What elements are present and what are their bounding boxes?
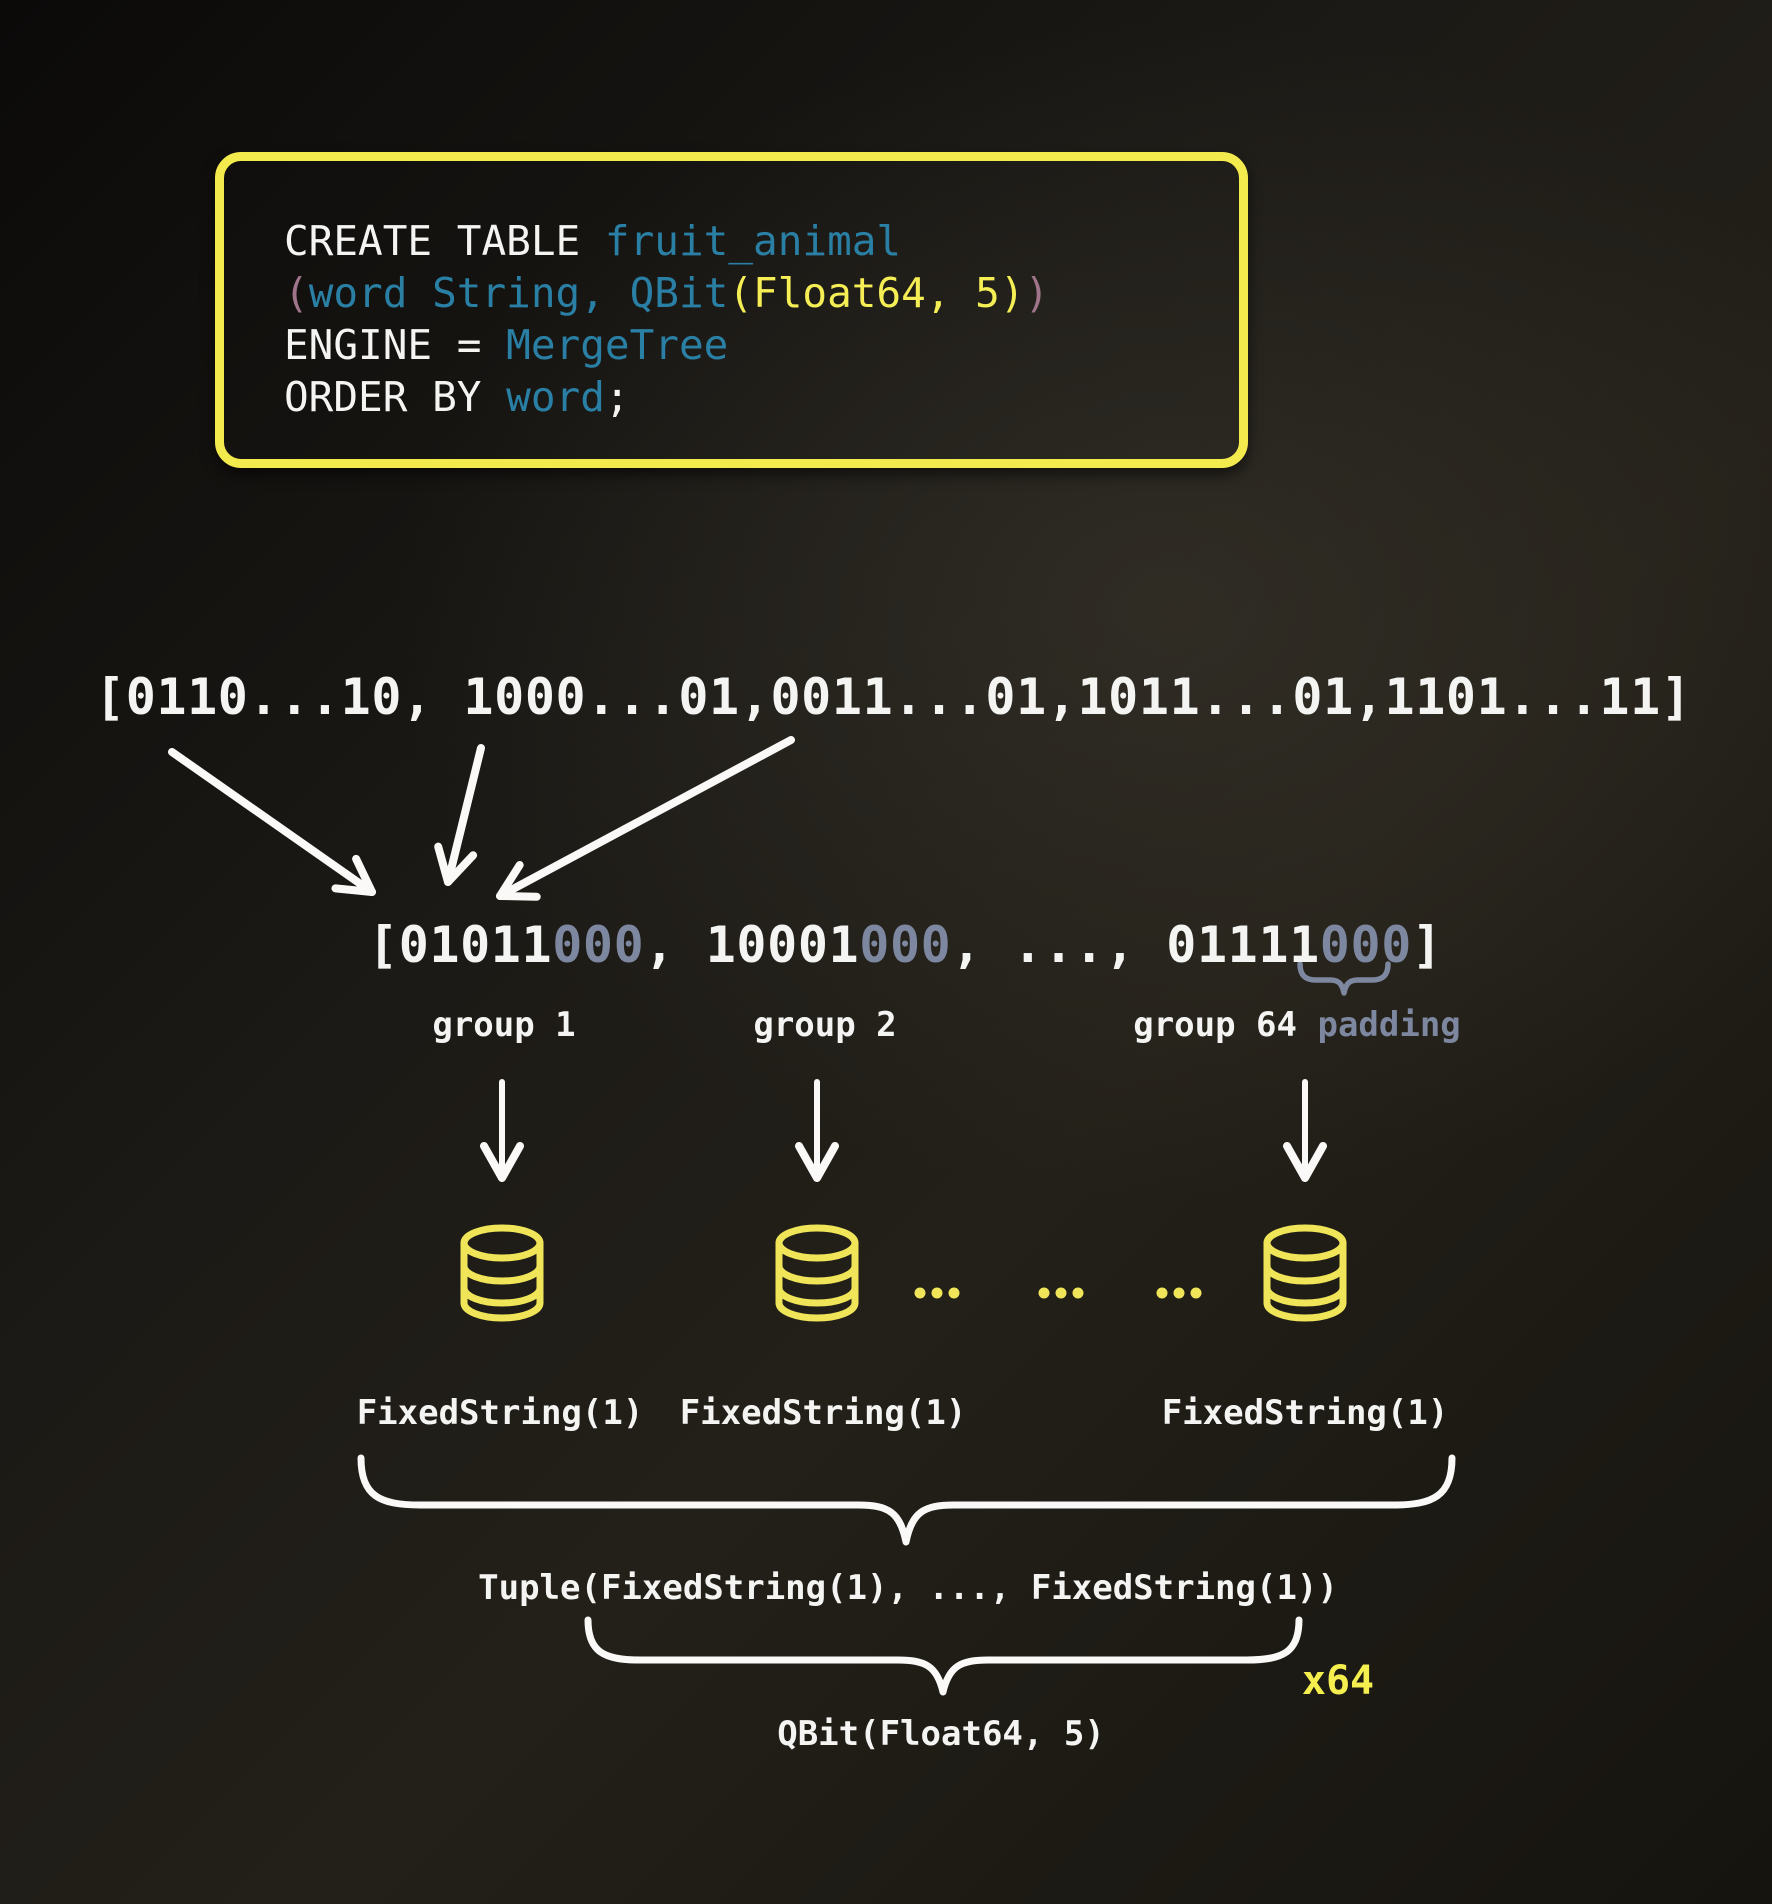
sql-line-3: ENGINE = MergeTree <box>284 321 728 369</box>
group-64-label: group 64 padding <box>1133 1007 1461 1043</box>
bit-group-segment: ] <box>1411 916 1443 974</box>
mapping-arrow-icon <box>168 736 795 901</box>
sql-keyword: ORDER BY <box>284 373 507 421</box>
padding-underbrace <box>1297 961 1391 996</box>
qbit-type-label: QBit(Float64, 5) <box>777 1714 1105 1754</box>
sql-paren-close: ) <box>1024 269 1050 317</box>
sql-line-1: CREATE TABLE fruit_animal <box>284 217 901 265</box>
underbrace <box>357 1454 1456 1696</box>
fixedstring-label-2: FixedString(1) <box>679 1393 967 1433</box>
sql-columns: word String, QBit <box>308 269 729 317</box>
sql-keyword: CREATE TABLE <box>284 217 605 265</box>
database-icon <box>460 1224 1347 1322</box>
group-64-text: group 64 <box>1133 1005 1297 1045</box>
ellipsis-dots <box>914 1287 1202 1299</box>
bit-group-segment: , 10001 <box>644 916 860 974</box>
tuple-type-label: Tuple(FixedString(1), ..., FixedString(1… <box>478 1568 1338 1608</box>
bit-group-segment: , ..., 01111 <box>951 916 1320 974</box>
group-2-label: group 2 <box>753 1005 897 1045</box>
sql-create-table-card: CREATE TABLE fruit_animal (word String, … <box>215 152 1248 468</box>
sql-semicolon: ; <box>604 373 630 421</box>
padding-bits: 000 <box>859 916 952 974</box>
padding-label: padding <box>1297 1005 1461 1045</box>
sql-orderby-column: word <box>506 373 605 421</box>
down-arrow-icon <box>480 1079 1327 1182</box>
sql-paren-open: ( <box>284 269 309 317</box>
sql-line-4: ORDER BY word; <box>284 373 630 421</box>
padding-bits: 000 <box>1319 916 1412 974</box>
grouped-bit-array: [01011000, 10001000, ..., 01111000] <box>368 920 1443 970</box>
padding-bits: 000 <box>552 916 645 974</box>
fixedstring-label-3: FixedString(1) <box>1161 1393 1449 1433</box>
fixedstring-label-1: FixedString(1) <box>356 1393 644 1433</box>
bit-group-segment: [01011 <box>368 916 553 974</box>
group-1-label: group 1 <box>432 1005 576 1045</box>
sql-table-name: fruit_animal <box>604 217 902 265</box>
x64-multiplier-label: x64 <box>1301 1658 1375 1704</box>
sql-qbit-args: (Float64, 5) <box>728 269 1025 317</box>
input-bit-array: [0110...10, 1000...01,0011...01,1011...0… <box>95 668 1692 726</box>
sql-keyword: ENGINE = <box>284 321 507 369</box>
sql-code: CREATE TABLE fruit_animal (word String, … <box>284 215 1049 423</box>
sql-line-2: (word String, QBit(Float64, 5)) <box>284 269 1049 317</box>
sql-engine-name: MergeTree <box>506 321 729 369</box>
